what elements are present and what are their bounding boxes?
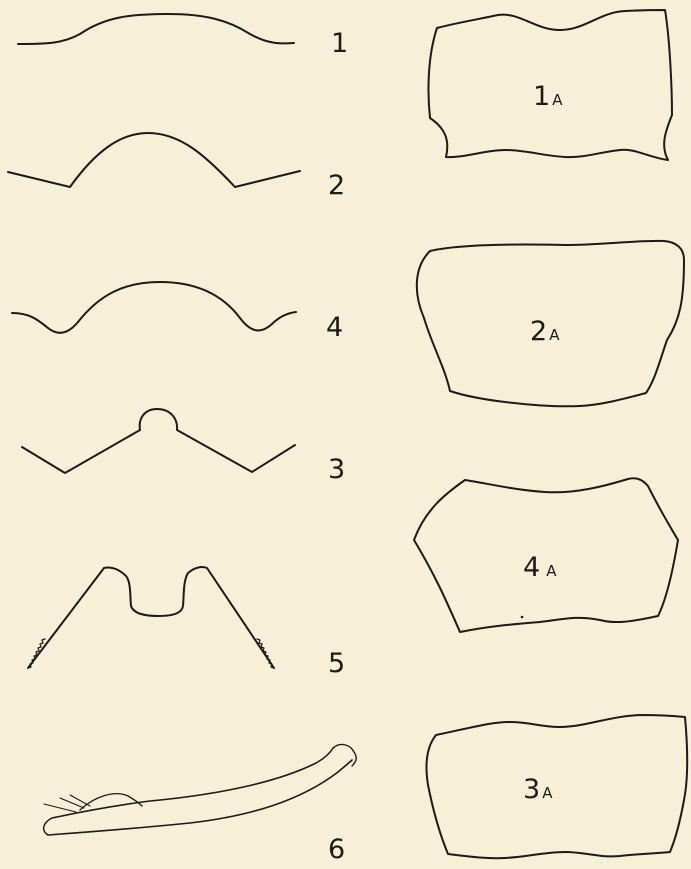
figure-2a-outline xyxy=(417,241,684,406)
figure-4a-outline xyxy=(414,478,678,632)
figure-4-label: 4 xyxy=(326,312,343,343)
figure-5-serration-left xyxy=(28,639,45,668)
figure-1a-number: 1 xyxy=(533,81,550,112)
figure-5-label: 5 xyxy=(328,648,345,679)
figure-5-serration-right xyxy=(257,639,274,668)
figure-5-outline xyxy=(28,567,274,668)
figure-6-label: 6 xyxy=(328,834,345,865)
ink-speck xyxy=(521,616,524,619)
figure-2-outline xyxy=(8,133,300,187)
figure-4a-suffix: A xyxy=(546,562,557,580)
figure-4a-number: 4 xyxy=(523,552,540,583)
figure-3-outline xyxy=(22,409,295,473)
figure-2a-suffix: A xyxy=(549,326,560,344)
figure-1a-outline xyxy=(428,10,672,160)
figure-1-label: 1 xyxy=(331,28,348,59)
figure-3-label: 3 xyxy=(328,454,345,485)
figure-6-drawing xyxy=(44,745,357,835)
figure-1a-suffix: A xyxy=(552,91,563,109)
figure-1-outline xyxy=(18,14,294,44)
figure-3a-outline xyxy=(426,715,687,858)
figure-3a-suffix: A xyxy=(542,784,553,802)
figure-4-outline xyxy=(12,282,296,333)
figure-2-label: 2 xyxy=(328,170,345,201)
figure-3a-number: 3 xyxy=(523,774,540,805)
figure-2a-number: 2 xyxy=(530,316,547,347)
